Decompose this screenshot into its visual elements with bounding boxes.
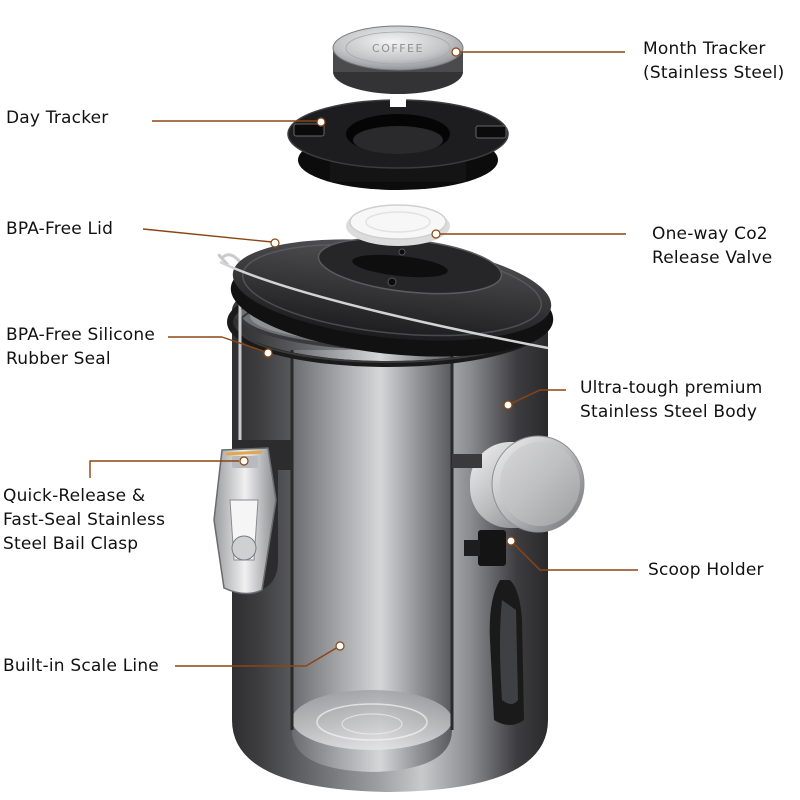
dot-scale: [335, 641, 345, 651]
label-scoop-holder: Scoop Holder: [648, 560, 764, 580]
label-steel-body: Ultra-tough premium Stainless Steel Body: [580, 378, 763, 422]
label-bpa-free-lid: BPA-Free Lid: [6, 219, 114, 239]
dot-body: [503, 400, 513, 410]
dot-valve: [431, 229, 441, 239]
label-scale-line: Built-in Scale Line: [3, 656, 159, 676]
label-month-tracker: Month Tracker (Stainless Steel): [643, 39, 785, 83]
dot-day: [316, 117, 326, 127]
dot-scoop: [506, 536, 516, 546]
dot-month: [451, 47, 461, 57]
leader-scoop: [511, 541, 638, 571]
leader-dots: [239, 47, 516, 651]
day-tracker: [287, 97, 509, 190]
co2-release-valve: [346, 204, 450, 246]
leader-lid: [142, 228, 273, 243]
leader-seal-2: [221, 336, 267, 353]
scoop-holder: [452, 435, 585, 725]
leader-lines: [89, 51, 638, 667]
bpa-free-lid: [219, 237, 554, 357]
leader-clasp: [89, 460, 239, 478]
dot-lid: [270, 238, 280, 248]
month-dial-text: COFFEE: [372, 42, 424, 55]
dot-clasp: [239, 456, 249, 466]
leader-scale: [175, 646, 339, 667]
label-day-tracker: Day Tracker: [6, 108, 109, 128]
label-bail-clasp: Quick-Release & Fast-Seal Stainless Stee…: [3, 486, 166, 554]
leader-body: [509, 389, 566, 405]
month-tracker-dial: COFFEE: [332, 25, 464, 94]
label-co2-release-valve: One-way Co2 Release Valve: [652, 224, 773, 268]
label-silicone-seal: BPA-Free Silicone Rubber Seal: [6, 325, 156, 369]
bail-clasp: [213, 440, 292, 595]
dot-seal: [263, 348, 273, 358]
